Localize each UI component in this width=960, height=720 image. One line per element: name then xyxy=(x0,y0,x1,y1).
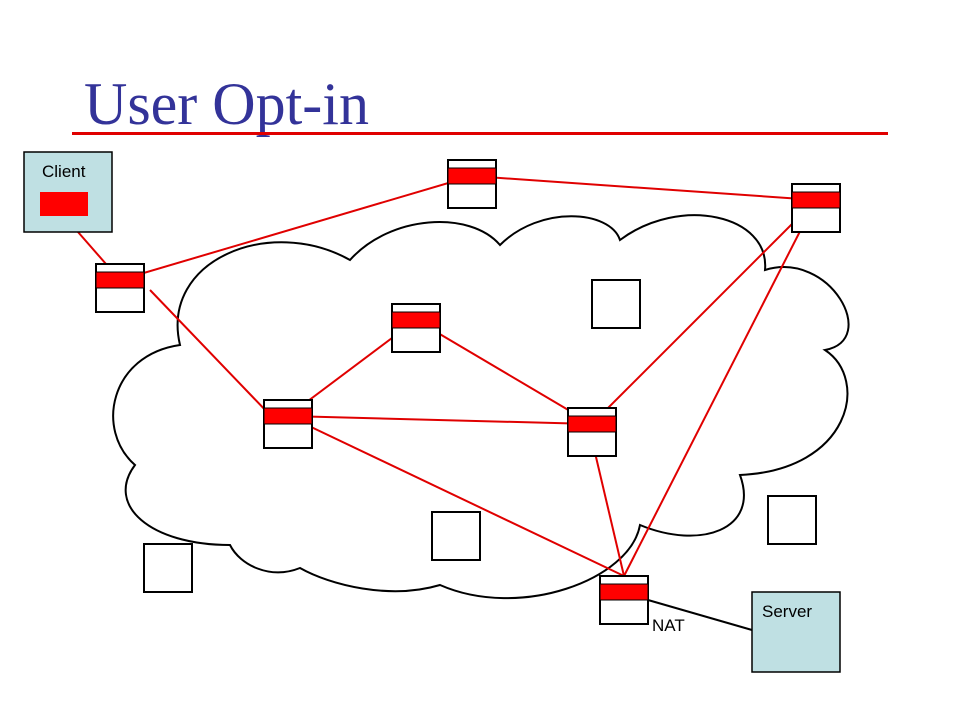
link-node-d-to-node-e xyxy=(287,415,593,425)
plain-node xyxy=(591,279,641,329)
link-node-d-to-node-nat xyxy=(287,415,625,577)
plain-node xyxy=(767,495,817,545)
client-label: Client xyxy=(42,162,86,181)
plain-node xyxy=(431,511,481,561)
overlay-node xyxy=(567,407,617,457)
link-node-e-to-node-right xyxy=(591,199,817,425)
link-node-a-to-node-top xyxy=(119,175,473,281)
link-node-a-to-node-d xyxy=(149,289,271,416)
link-node-nat-to-node-right xyxy=(623,199,817,577)
link-node-center-to-node-e xyxy=(415,319,593,425)
link-nat-to-server xyxy=(647,599,753,631)
link-node-top-to-node-right xyxy=(471,175,817,201)
overlay-node xyxy=(391,303,441,353)
title-underline xyxy=(72,132,888,135)
overlay-node-nat xyxy=(599,575,649,625)
client-host: Client xyxy=(23,151,113,233)
network-cloud xyxy=(112,214,850,600)
plain-node xyxy=(143,543,193,593)
server-host: Server xyxy=(751,591,841,673)
overlay-node xyxy=(447,159,497,209)
link-node-e-to-node-nat xyxy=(591,439,625,577)
nat-label: NAT xyxy=(652,616,685,635)
server-label: Server xyxy=(762,602,812,621)
overlay-node xyxy=(95,263,145,313)
overlay-node xyxy=(791,183,841,233)
client-overlay-block xyxy=(40,192,88,216)
overlay-node xyxy=(263,399,313,449)
slide-title: User Opt-in xyxy=(84,71,369,137)
